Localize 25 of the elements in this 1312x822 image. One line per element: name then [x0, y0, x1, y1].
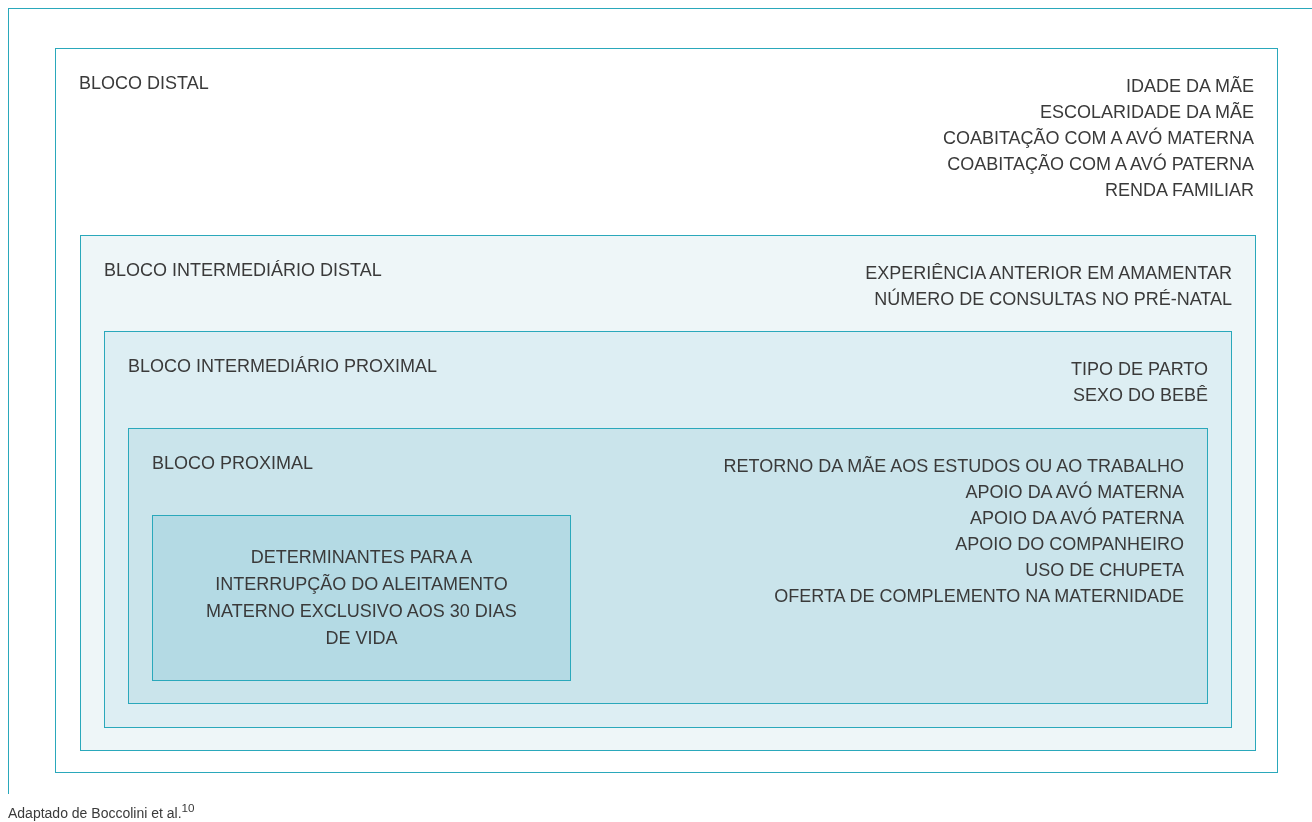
variable-label: APOIO DA AVÓ MATERNA	[965, 480, 1184, 504]
block-box	[128, 428, 1208, 704]
block-title: BLOCO DISTAL	[79, 73, 209, 94]
variable-label: APOIO DO COMPANHEIRO	[955, 533, 1184, 556]
caption: Adaptado de Boccolini et al.$^{10}$	[8, 801, 195, 821]
variable-label: RETORNO DA MÃE AOS ESTUDOS OU AO TRABALHO	[723, 455, 1184, 478]
variable-label: COABITAÇÃO COM A AVÓ MATERNA	[942, 126, 1254, 150]
variable-label: USO DE CHUPETA	[1025, 559, 1184, 582]
block-box	[104, 331, 1232, 728]
outcome-text: DETERMINANTES PARA A INTERRUPÇÃO DO ALEITAMENTO MATERNO EXCLUSIVO AOS 30 DIAS DE VIDA	[205, 546, 518, 650]
variable-label: SEXO DO BEBÊ	[1072, 384, 1208, 407]
variable-label: COABITAÇÃO COM A AVÓ PATERNA	[947, 152, 1254, 176]
block-title: BLOCO PROXIMAL	[152, 453, 314, 474]
variable-label: TIPO DE PARTO	[1070, 358, 1208, 381]
variable-label: NÚMERO DE CONSULTAS NO PRÉ-NATAL	[874, 287, 1232, 311]
variable-label: RENDA FAMILIAR	[1104, 179, 1254, 202]
variable-label: ESCOLARIDADE DA MÃE	[1039, 101, 1254, 124]
variable-label: EXPERIÊNCIA ANTERIOR EM AMAMENTAR	[865, 262, 1232, 285]
variable-label: APOIO DA AVÓ PATERNA	[969, 506, 1184, 530]
variable-label: IDADE DA MÃE	[1125, 75, 1254, 98]
block-box	[80, 235, 1256, 751]
block-title: BLOCO INTERMEDIÁRIO DISTAL	[104, 260, 382, 281]
outcome-box	[152, 515, 571, 681]
block-title: BLOCO INTERMEDIÁRIO PROXIMAL	[128, 356, 438, 377]
variable-label: OFERTA DE COMPLEMENTO NA MATERNIDADE	[774, 585, 1184, 608]
